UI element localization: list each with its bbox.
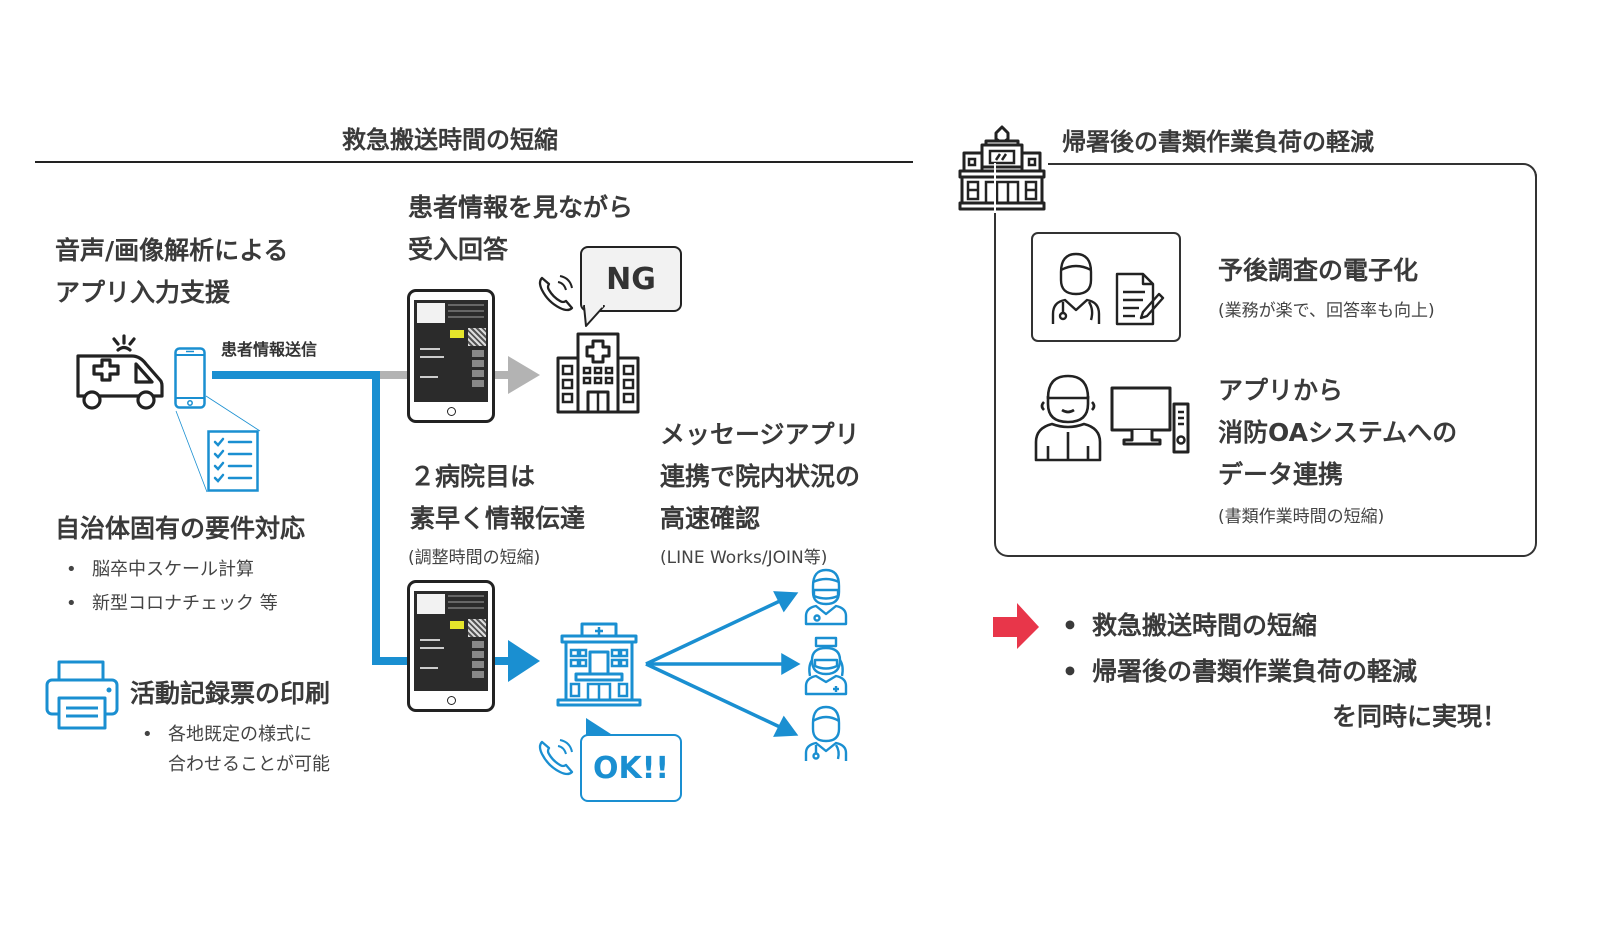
frame-corner: [1521, 163, 1537, 179]
oa-link-note: (書類作業時間の短縮): [1218, 507, 1385, 527]
doctor-outline-icon: [1051, 252, 1101, 324]
fan-arrowhead-doctor: [773, 591, 799, 613]
fire-station-icon: [958, 125, 1046, 211]
ambulance-icon: [76, 334, 164, 410]
phone-call-icon: [538, 275, 574, 312]
view-answer-line1: 患者情報を見ながら: [408, 193, 634, 222]
nurse-icon: [804, 636, 848, 696]
followup-title: 予後調査の電子化: [1218, 256, 1419, 285]
followup-note: (業務が楽で、回答率も向上): [1218, 301, 1435, 321]
print-note-line1: 各地既定の様式に: [168, 724, 312, 745]
oa-link-heading: アプリから 消防OAシステムへの データ連携: [1218, 370, 1457, 496]
second-hospital-line1: ２病院目は: [410, 462, 536, 491]
local-req-title: 自治体固有の要件対応: [55, 514, 306, 543]
fan-arrow-staff: [645, 662, 783, 730]
tablet-screen: [414, 300, 488, 402]
paperwork-frame: [994, 163, 1537, 557]
second-hospital-note: (調整時間の短縮): [408, 548, 541, 568]
smartphone-icon: [174, 347, 206, 409]
paperwork-frame-top: [1048, 163, 1523, 165]
gray-arrowhead: [508, 356, 540, 394]
message-app-line2: 連携で院内状況の: [660, 462, 861, 491]
print-note-line2: 合わせることが可能: [168, 754, 330, 775]
app-input-line1: 音声/画像解析による: [55, 236, 289, 265]
message-app-line3: 高速確認: [660, 504, 761, 533]
oa-link-line1: アプリから: [1218, 376, 1344, 405]
section-title-paperwork: 帰署後の書類作業負荷の軽減: [1062, 128, 1374, 156]
message-app-heading: メッセージアプリ 連携で院内状況の 高速確認: [660, 414, 860, 540]
app-input-heading: 音声/画像解析による アプリ入力支援: [55, 230, 288, 314]
fan-arrowhead-nurse: [781, 652, 801, 676]
doctor-icon: [804, 705, 848, 761]
send-patient-info-label: 患者情報送信: [221, 340, 318, 359]
conclusion-item: 救急搬送時間の短縮: [1092, 611, 1318, 640]
oa-link-line2: 消防OAシステムへの: [1218, 418, 1458, 447]
firefighter-icon: [1034, 374, 1102, 462]
phone-call-blue-icon: [538, 739, 574, 776]
tablet-top: [407, 289, 495, 423]
print-notes: •各地既定の様式に 合わせることが可能: [142, 720, 330, 780]
ng-response-bubble: NG: [580, 246, 682, 312]
fan-arrow-doctor: [645, 598, 783, 666]
ok-bubble-tail: [586, 718, 614, 736]
desktop-computer-icon: [1110, 386, 1190, 454]
conclusion-list: •救急搬送時間の短縮 •帰署後の書類作業負荷の軽減: [1062, 611, 1418, 686]
blue-arrowhead: [508, 640, 540, 682]
conclusion-item: 帰署後の書類作業負荷の軽減: [1092, 657, 1418, 686]
conclusion-tail: を同時に実現！: [1332, 702, 1508, 731]
tablet-screen: [414, 591, 488, 691]
checklist-icon: [207, 430, 259, 492]
local-req-list: 脳卒中スケール計算 新型コロナチェック 等: [66, 553, 278, 621]
ok-response-bubble: OK!!: [580, 734, 682, 802]
message-app-line1: メッセージアプリ: [660, 420, 860, 449]
second-hospital-heading: ２病院目は 素早く情報伝達: [410, 456, 585, 540]
ng-label: NG: [606, 261, 656, 297]
red-arrow-icon: [993, 603, 1039, 649]
section-title-transport: 救急搬送時間の短縮: [342, 126, 558, 154]
frame-gap: [994, 163, 996, 213]
ok-label: OK!!: [592, 750, 670, 786]
printer-icon: [45, 660, 119, 730]
section-divider: [35, 161, 913, 163]
local-req-item: 新型コロナチェック 等: [66, 587, 278, 621]
hospital-icon: [556, 332, 640, 414]
local-req-item: 脳卒中スケール計算: [66, 553, 278, 587]
followup-icon-box: [1031, 232, 1181, 342]
view-answer-heading: 患者情報を見ながら 受入回答: [408, 187, 633, 271]
tablet-bottom: [407, 580, 495, 712]
document-edit-icon: [1115, 272, 1165, 326]
print-title: 活動記録票の印刷: [130, 679, 331, 708]
tablet-home-button: [447, 407, 456, 416]
oa-link-line3: データ連携: [1218, 460, 1344, 489]
tablet-home-button: [447, 696, 456, 705]
message-app-note: (LINE Works/JOIN等): [660, 548, 828, 568]
ng-bubble-tail: [583, 304, 605, 327]
second-hospital-line2: 素早く情報伝達: [410, 504, 586, 533]
app-input-line2: アプリ入力支援: [55, 278, 231, 307]
fan-arrowhead-staff: [773, 715, 799, 737]
view-answer-line2: 受入回答: [408, 235, 509, 264]
doctor-mask-icon: [804, 568, 848, 626]
hospital-blue-icon: [556, 622, 642, 707]
